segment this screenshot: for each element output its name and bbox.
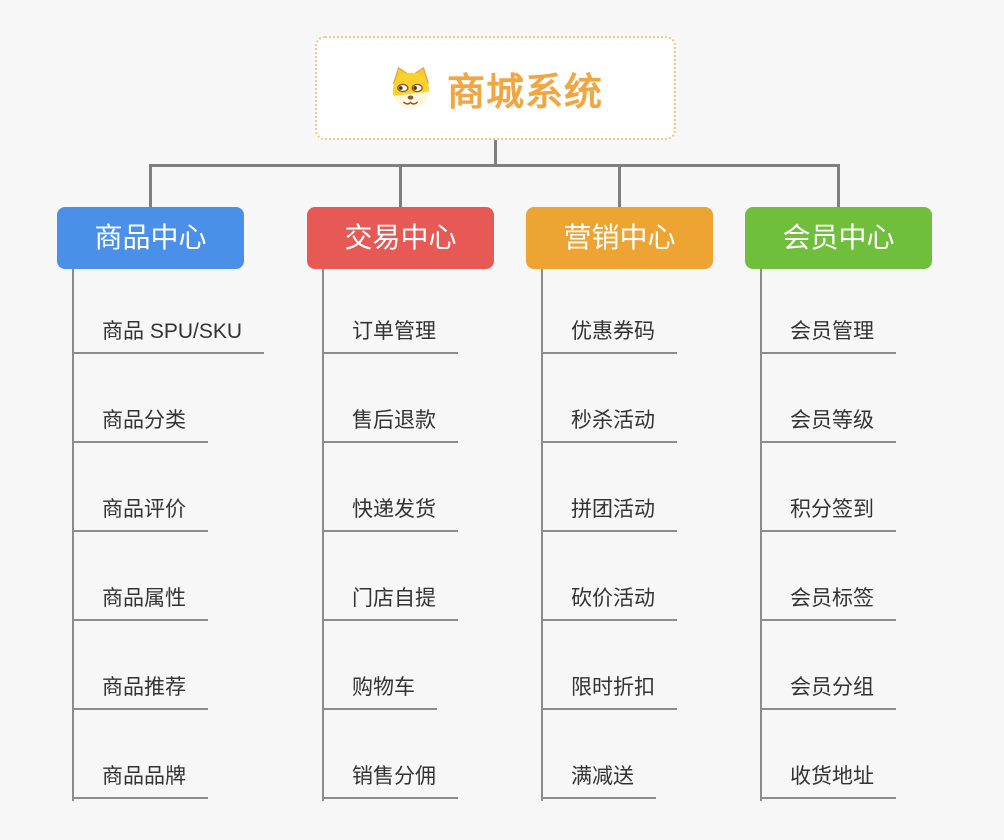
branch-item[interactable]: 商品评价 <box>72 493 208 532</box>
connector-drop <box>149 164 152 208</box>
branch-items-product-center: 商品 SPU/SKU 商品分类 商品评价 商品属性 商品推荐 商品品牌 <box>72 265 265 799</box>
branch-node-trade-center[interactable]: 交易中心 <box>307 207 494 269</box>
connector-bus <box>149 164 840 167</box>
root-title: 商城系统 <box>446 71 603 114</box>
branch-spine <box>72 269 74 801</box>
connector-drop <box>618 164 621 208</box>
branch-node-marketing-center[interactable]: 营销中心 <box>526 207 713 269</box>
branch-item[interactable]: 门店自提 <box>322 582 458 621</box>
branch-item[interactable]: 商品推荐 <box>72 671 208 710</box>
branch-item[interactable]: 商品 SPU/SKU <box>72 315 265 354</box>
branch-item[interactable]: 优惠券码 <box>541 315 677 354</box>
branch-items-member-center: 会员管理 会员等级 积分签到 会员标签 会员分组 收货地址 <box>760 265 896 799</box>
branch-item[interactable]: 会员分组 <box>760 671 896 710</box>
branch-spine <box>760 269 762 801</box>
branch-item[interactable]: 会员等级 <box>760 404 896 443</box>
branch-items-marketing-center: 优惠券码 秒杀活动 拼团活动 砍价活动 限时折扣 满减送 <box>541 265 677 799</box>
branch-item[interactable]: 快递发货 <box>322 493 458 532</box>
branch-item[interactable]: 销售分佣 <box>322 760 458 799</box>
branch-item[interactable]: 售后退款 <box>322 404 458 443</box>
branch-item[interactable]: 拼团活动 <box>541 493 677 532</box>
connector-drop <box>399 164 402 208</box>
branch-item[interactable]: 商品品牌 <box>72 760 208 799</box>
branch-item[interactable]: 积分签到 <box>760 493 896 532</box>
branch-item[interactable]: 会员管理 <box>760 315 896 354</box>
branch-spine <box>541 269 543 801</box>
connector-drop <box>837 164 840 208</box>
root-node[interactable]: 商城系统 <box>315 36 676 140</box>
branch-item[interactable]: 满减送 <box>541 760 656 799</box>
branch-items-trade-center: 订单管理 售后退款 快递发货 门店自提 购物车 销售分佣 <box>322 265 458 799</box>
branch-item[interactable]: 商品分类 <box>72 404 208 443</box>
branch-item[interactable]: 商品属性 <box>72 582 208 621</box>
branch-spine <box>322 269 324 801</box>
doge-face-icon <box>388 66 434 110</box>
branch-node-product-center[interactable]: 商品中心 <box>57 207 244 269</box>
branch-item[interactable]: 会员标签 <box>760 582 896 621</box>
connector-root-spine <box>494 140 497 164</box>
branch-item[interactable]: 秒杀活动 <box>541 404 677 443</box>
branch-item[interactable]: 砍价活动 <box>541 582 677 621</box>
branch-item[interactable]: 收货地址 <box>760 760 896 799</box>
branch-item[interactable]: 订单管理 <box>322 315 458 354</box>
branch-item[interactable]: 限时折扣 <box>541 671 677 710</box>
branch-item[interactable]: 购物车 <box>322 671 437 710</box>
branch-node-member-center[interactable]: 会员中心 <box>745 207 932 269</box>
